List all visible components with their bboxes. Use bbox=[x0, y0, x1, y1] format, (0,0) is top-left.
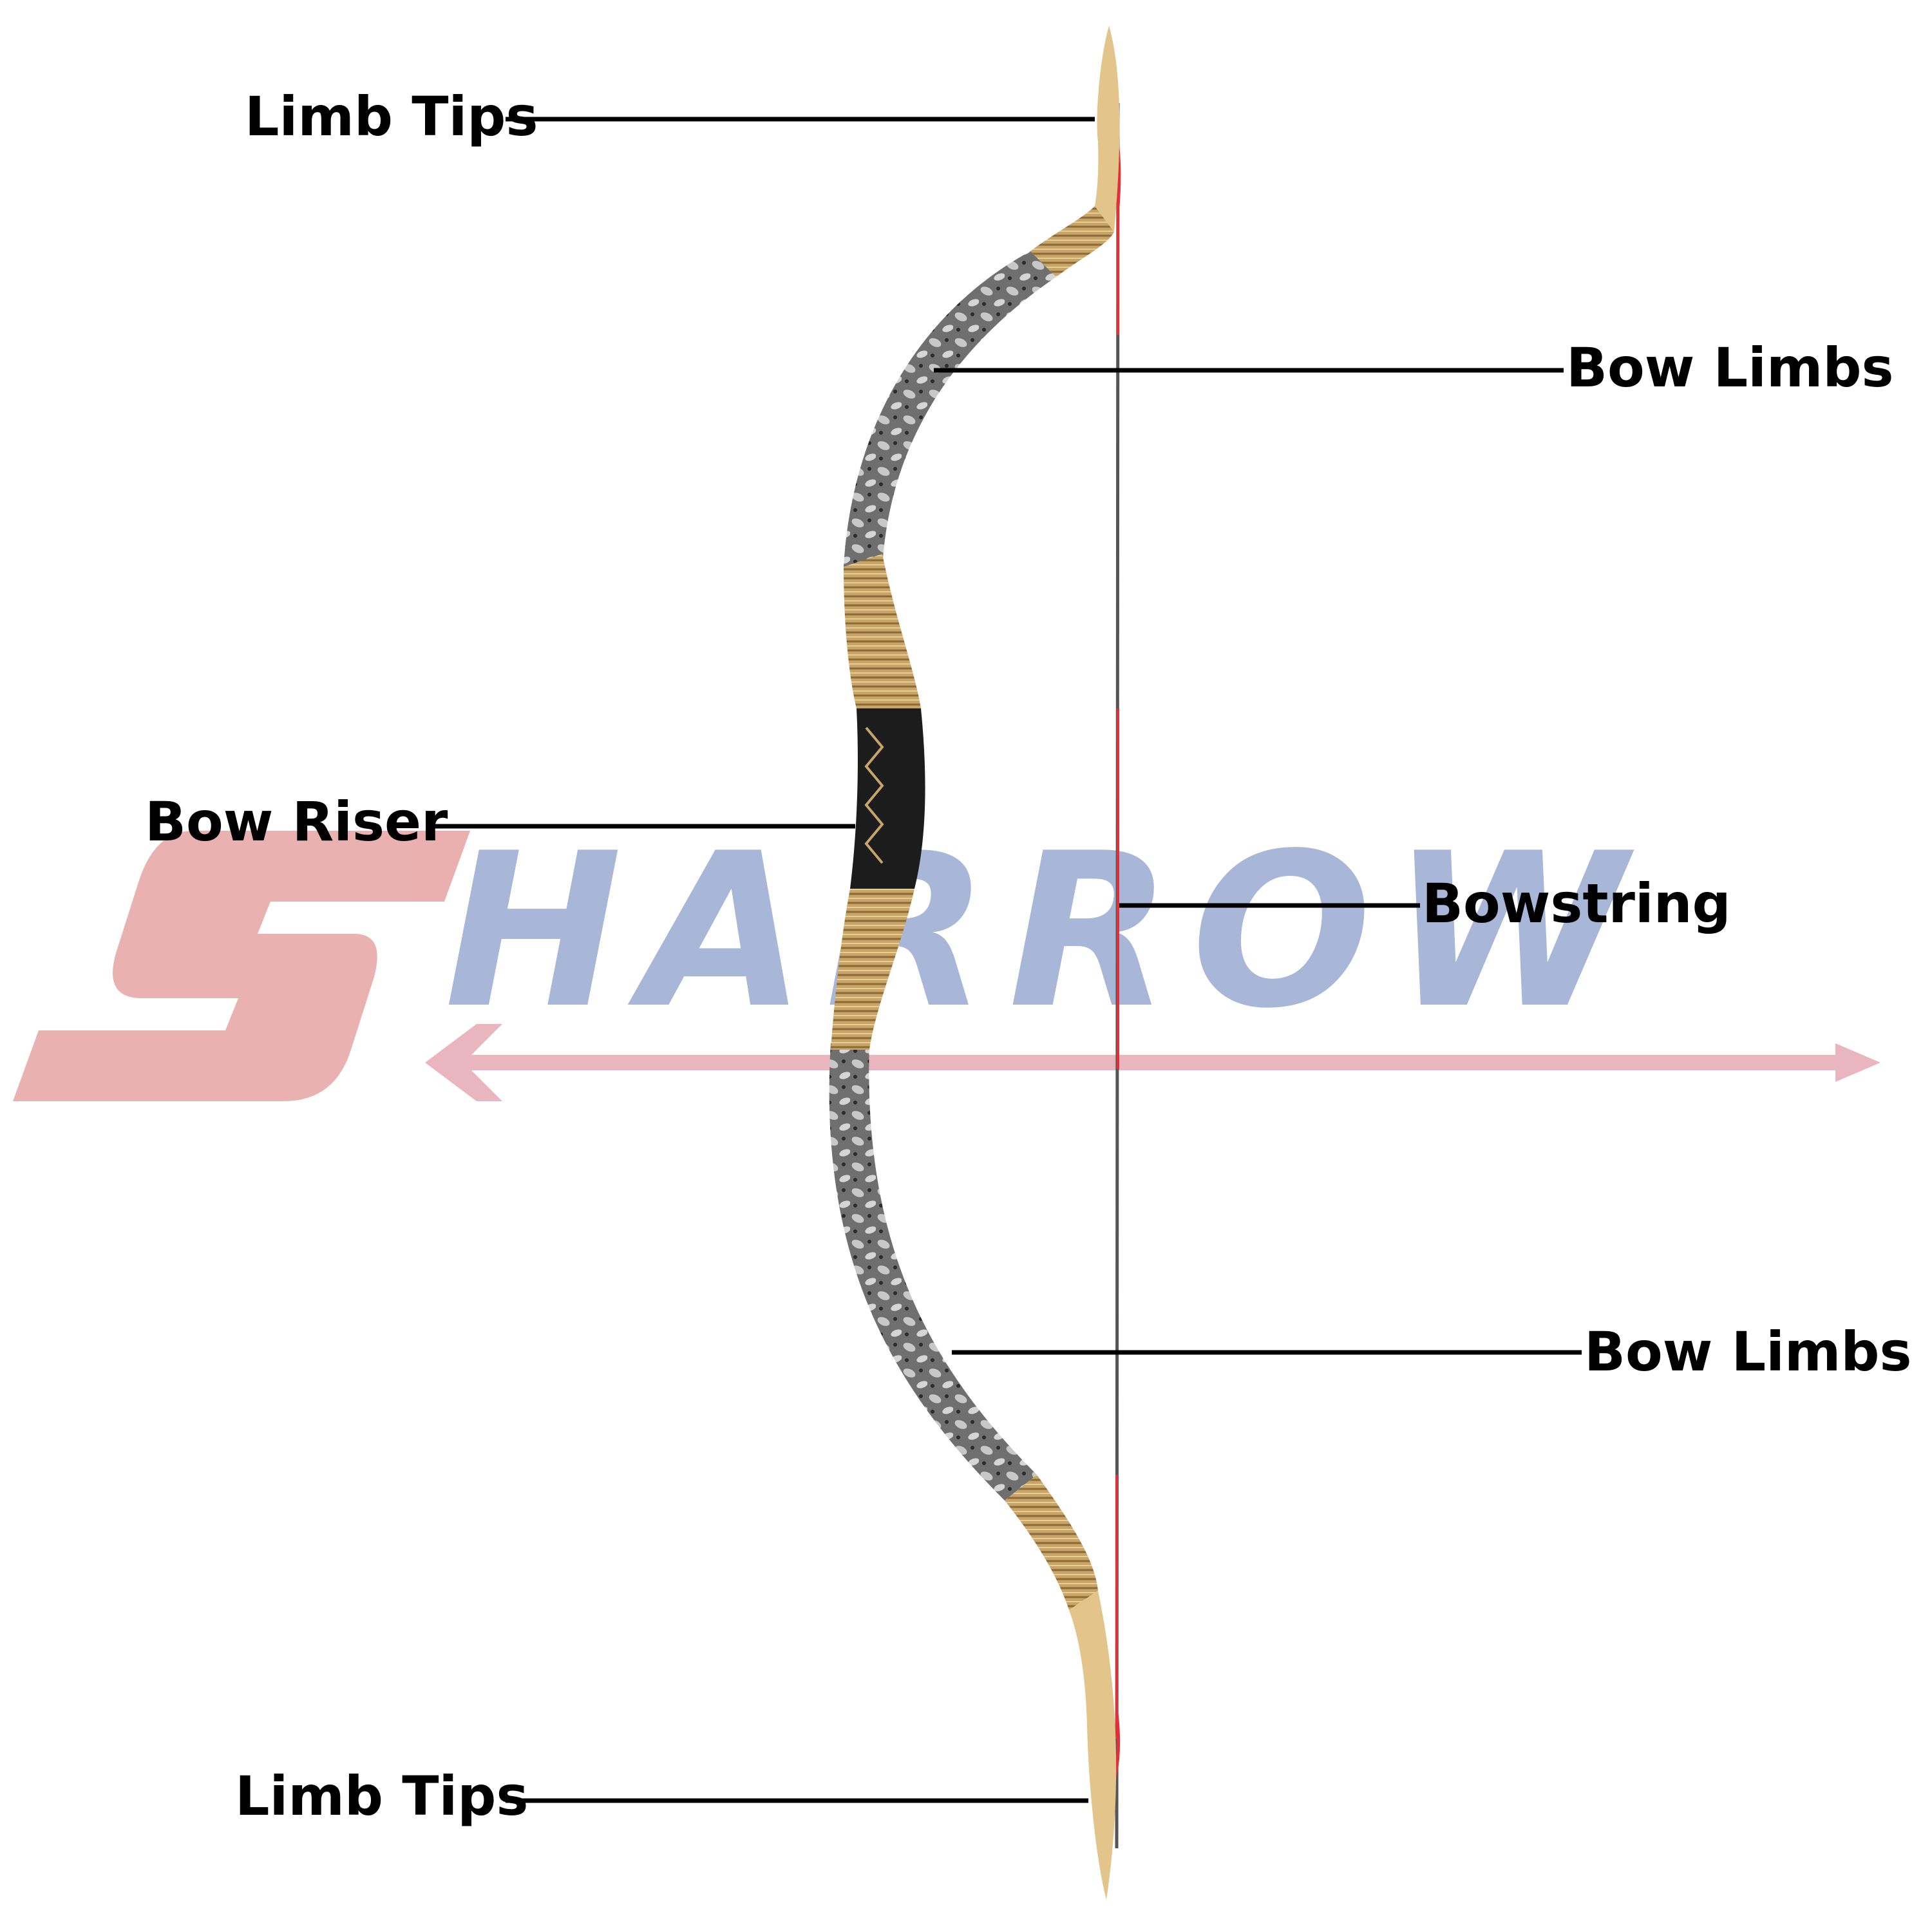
callout-bow-limbs-top: Bow Limbs bbox=[934, 336, 1894, 399]
lower-limb-tip bbox=[1069, 1591, 1117, 1900]
lower-riser-wrap bbox=[831, 889, 914, 1050]
upper-limb-tip bbox=[1095, 26, 1120, 232]
upper-limb bbox=[844, 251, 1056, 567]
riser-grip bbox=[850, 708, 925, 889]
watermark-letter-s bbox=[13, 831, 470, 1101]
label-limb-tips-bottom: Limb Tips bbox=[235, 1765, 528, 1828]
callout-bow-limbs-bottom: Bow Limbs bbox=[952, 1320, 1912, 1383]
upper-siyah-wrap bbox=[1030, 206, 1114, 277]
label-bow-limbs-top: Bow Limbs bbox=[1566, 336, 1894, 399]
callout-bowstring: Bowstring bbox=[1119, 872, 1731, 935]
sharrow-watermark: HARROW bbox=[13, 808, 1880, 1101]
upper-riser-wrap bbox=[844, 554, 921, 708]
label-bow-riser: Bow Riser bbox=[145, 790, 448, 853]
bow bbox=[829, 26, 1120, 1900]
lower-limb bbox=[829, 1043, 1037, 1501]
label-bow-limbs-bottom: Bow Limbs bbox=[1584, 1320, 1912, 1383]
label-limb-tips-top: Limb Tips bbox=[245, 85, 538, 148]
watermark-arrow bbox=[425, 1024, 1880, 1101]
callout-limb-tips-top: Limb Tips bbox=[245, 85, 1095, 148]
lower-siyah-wrap bbox=[1005, 1475, 1098, 1610]
callout-bow-riser: Bow Riser bbox=[145, 790, 855, 853]
label-bowstring: Bowstring bbox=[1422, 872, 1731, 935]
watermark-letters: HARROW bbox=[444, 808, 1645, 1055]
callout-limb-tips-bottom: Limb Tips bbox=[235, 1765, 1088, 1828]
